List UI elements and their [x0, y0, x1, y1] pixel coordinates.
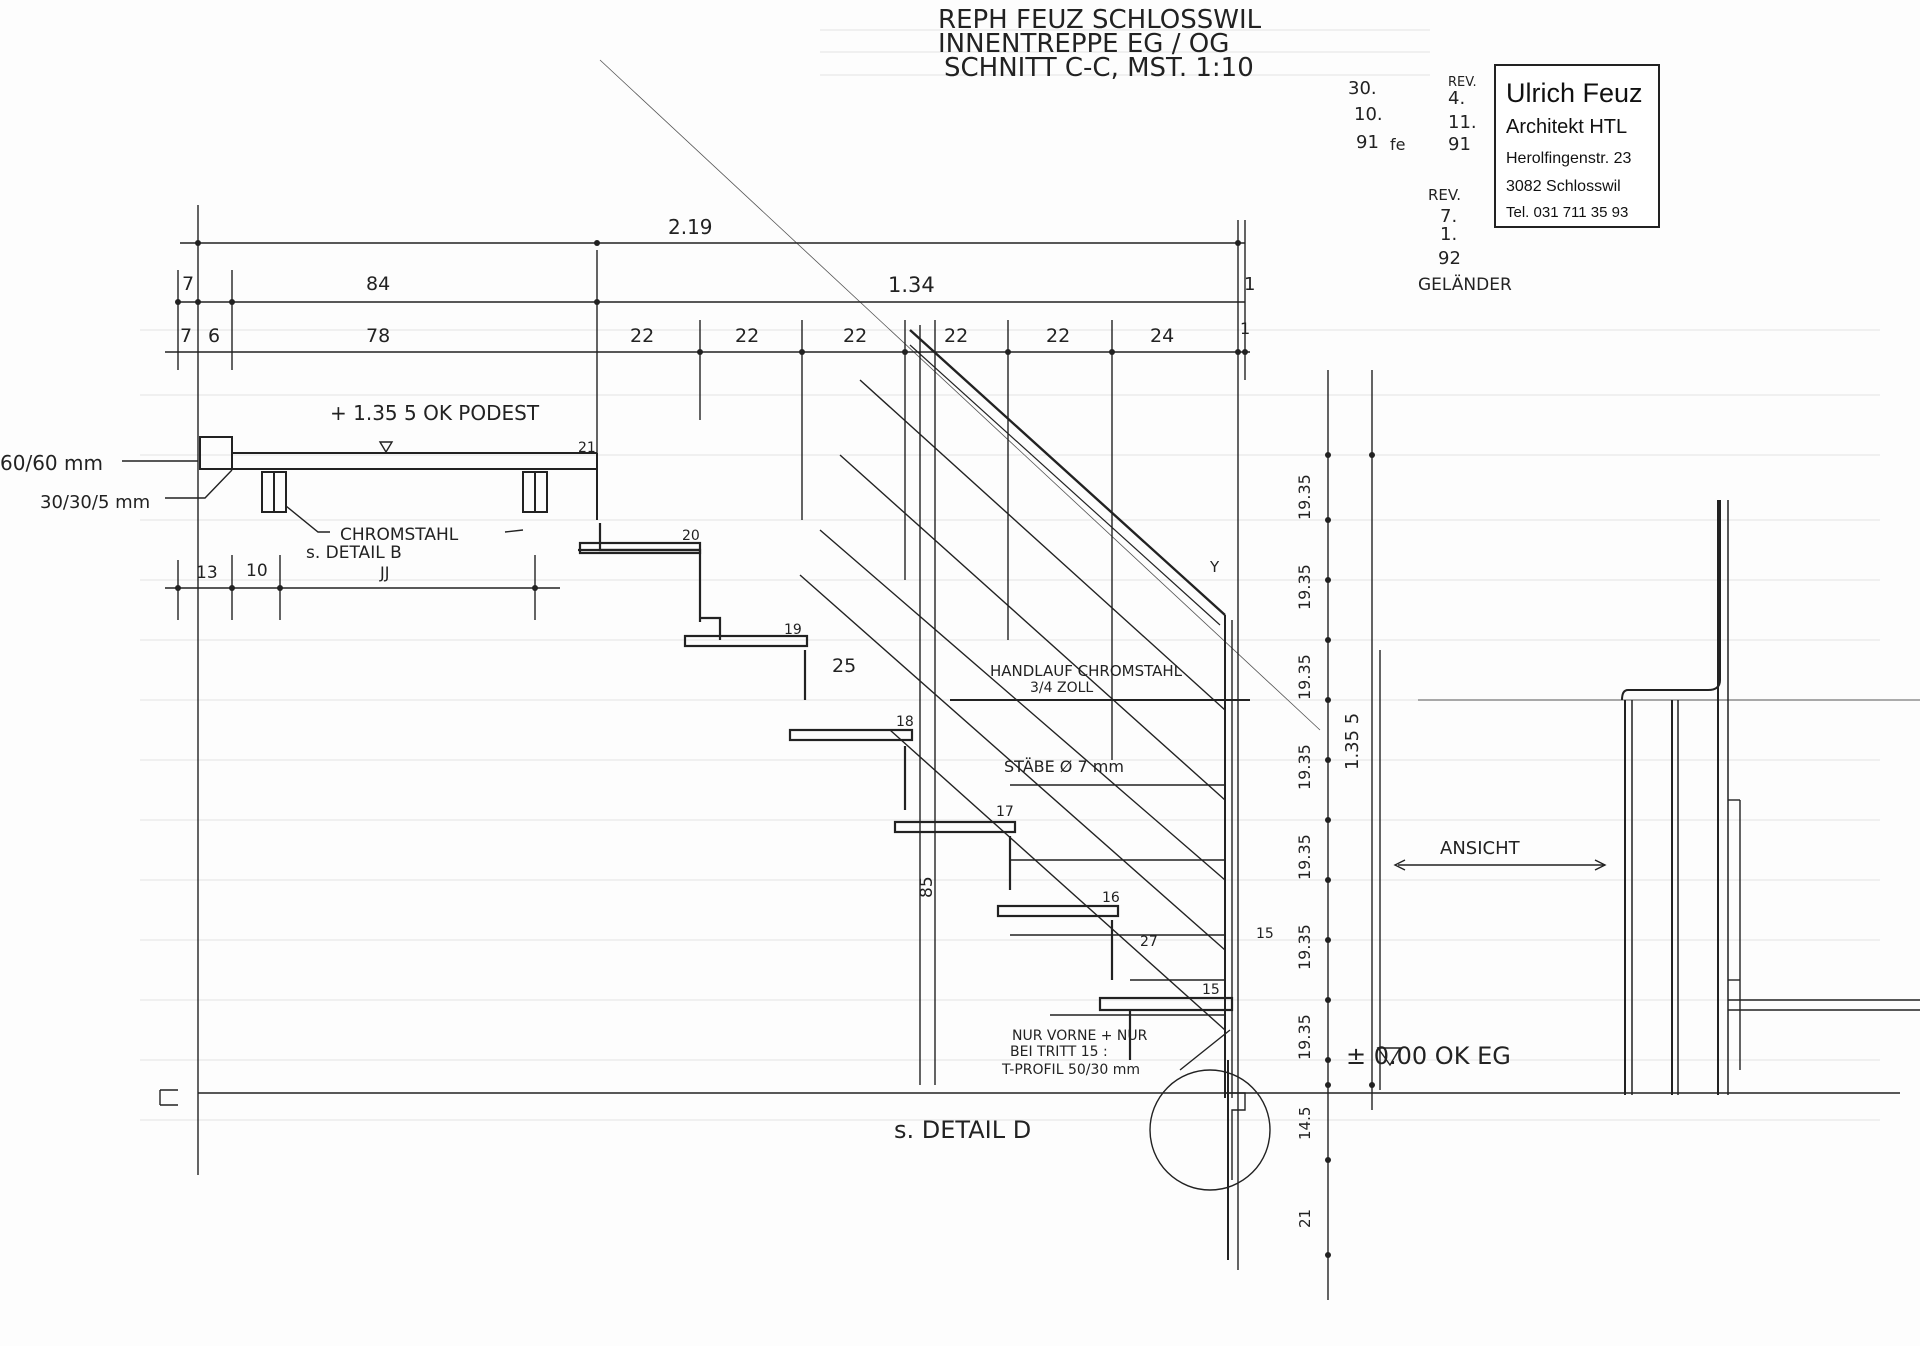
riser-6: 19.35 — [1295, 924, 1314, 970]
riser-3: 19.35 — [1295, 654, 1314, 700]
label-podest: + 1.35 5 OK PODEST — [330, 401, 540, 425]
stair-treads — [198, 523, 1900, 1094]
date-initials: fe — [1390, 135, 1405, 154]
dim-row2-c: 78 — [366, 325, 390, 347]
label-nur-vorne-3: T-PROFIL 50/30 mm — [1001, 1062, 1140, 1078]
rev1-month: 11. — [1448, 112, 1477, 133]
railing — [799, 320, 1250, 1260]
rev2-label: REV. — [1428, 186, 1461, 204]
step-21: 21 — [578, 440, 596, 456]
architect-stamp: Ulrich Feuz Architekt HTL Herolfingenstr… — [1494, 64, 1660, 228]
step-20: 20 — [682, 528, 700, 544]
label-nur-vorne-1: NUR VORNE + NUR — [1012, 1028, 1148, 1044]
chromstahl-leader-left — [285, 505, 330, 533]
step-19: 19 — [784, 622, 802, 638]
label-detail-b: s. DETAIL B — [306, 543, 402, 563]
dim-lower-13: 13 — [196, 563, 218, 583]
label-ok-eg: ± 0.00 OK EG — [1346, 1042, 1511, 1070]
leader-line — [1179, 1029, 1231, 1071]
level-marker — [1376, 1047, 1402, 1067]
dim-row1-c: 1.34 — [888, 273, 935, 297]
rev2-note: GELÄNDER — [1418, 274, 1512, 295]
podest-level-marker — [378, 441, 394, 454]
dim-row2-a: 7 — [180, 325, 192, 347]
riser-1: 19.35 — [1295, 474, 1314, 520]
total-height: 1.35 5 — [1342, 713, 1363, 770]
label-detail-d: s. DETAIL D — [894, 1116, 1031, 1144]
label-angle: 30/30/5 mm — [40, 492, 150, 513]
chromstahl-leader-right — [504, 529, 524, 533]
label-15: 15 — [1256, 926, 1274, 942]
rev2-year: 92 — [1438, 248, 1461, 269]
landing-slab — [199, 436, 598, 520]
stamp-city: 3082 Schlosswil — [1506, 178, 1621, 195]
dim-row2-f: 22 — [843, 325, 867, 347]
title-line-2: INNENTREPPE EG / OG — [938, 29, 1229, 59]
dim-21: 21 — [1296, 1209, 1314, 1228]
dim-row2-i: 24 — [1150, 325, 1174, 347]
label-chromstahl: CHROMSTAHL — [340, 525, 459, 545]
dim-row1-a: 7 — [182, 273, 194, 295]
stamp-name: Ulrich Feuz — [1506, 78, 1643, 108]
construction-line — [599, 59, 1321, 731]
label-detail-b-init: JJ — [379, 563, 389, 582]
detail-d-circle — [1149, 1069, 1271, 1191]
elevation-view — [1393, 500, 1920, 1095]
title-line-3: SCHNITT C-C, MST. 1:10 — [944, 53, 1254, 83]
dim-row2-e: 22 — [735, 325, 759, 347]
date-month: 10. — [1354, 104, 1383, 125]
rev1-label: REV. — [1448, 75, 1477, 90]
rev2-month: 1. — [1440, 224, 1457, 245]
dimension-lines — [165, 205, 1381, 1300]
label-nur-vorne-2: BEI TRITT 15 : — [1010, 1044, 1108, 1060]
step-15: 15 — [1202, 982, 1220, 998]
rev2-day: 7. — [1440, 206, 1457, 227]
label-handlauf-size: 3/4 ZOLL — [1030, 680, 1093, 696]
date-year: 91 — [1356, 132, 1379, 153]
step-16: 16 — [1102, 890, 1120, 906]
dim-row2-b: 6 — [208, 325, 220, 347]
angle-leader — [165, 469, 233, 499]
stamp-street: Herolfingenstr. 23 — [1506, 150, 1632, 167]
dim-14-5: 14.5 — [1296, 1107, 1314, 1140]
stamp-title: Architekt HTL — [1506, 116, 1628, 138]
riser-4: 19.35 — [1295, 744, 1314, 790]
rev1-year: 91 — [1448, 134, 1471, 155]
riser-5: 19.35 — [1295, 834, 1314, 880]
riser-2: 19.35 — [1295, 564, 1314, 610]
stamp-phone: Tel. 031 711 35 93 — [1506, 204, 1629, 221]
dim-row1-b: 84 — [366, 273, 390, 295]
label-27: 27 — [1140, 934, 1158, 950]
dim-row2-j: 1 — [1240, 319, 1250, 338]
dim-row2-d: 22 — [630, 325, 654, 347]
dim-row2-g: 22 — [944, 325, 968, 347]
dim-row1-d: 1 — [1244, 274, 1255, 295]
dim-overall: 2.19 — [668, 215, 713, 239]
label-handlauf: HANDLAUF CHROMSTAHL — [990, 662, 1183, 680]
riser-7: 19.35 — [1295, 1014, 1314, 1060]
label-ansicht: ANSICHT — [1440, 838, 1521, 859]
dim-85: 85 — [917, 876, 937, 898]
date-day: 30. — [1348, 78, 1377, 99]
label-staebe: STÄBE Ø 7 mm — [1004, 757, 1124, 776]
y-mark: Y — [1209, 558, 1220, 576]
step-17: 17 — [996, 804, 1014, 820]
dimension-marks — [175, 240, 1375, 1258]
tread-depth: 25 — [832, 655, 856, 677]
title-line-1: REPH FEUZ SCHLOSSWIL — [938, 5, 1262, 35]
dim-row2-h: 22 — [1046, 325, 1070, 347]
step-18: 18 — [896, 714, 914, 730]
rev1-day: 4. — [1448, 88, 1465, 109]
dim-lower-10: 10 — [246, 561, 268, 581]
label-post: 60/60 mm — [0, 451, 103, 475]
